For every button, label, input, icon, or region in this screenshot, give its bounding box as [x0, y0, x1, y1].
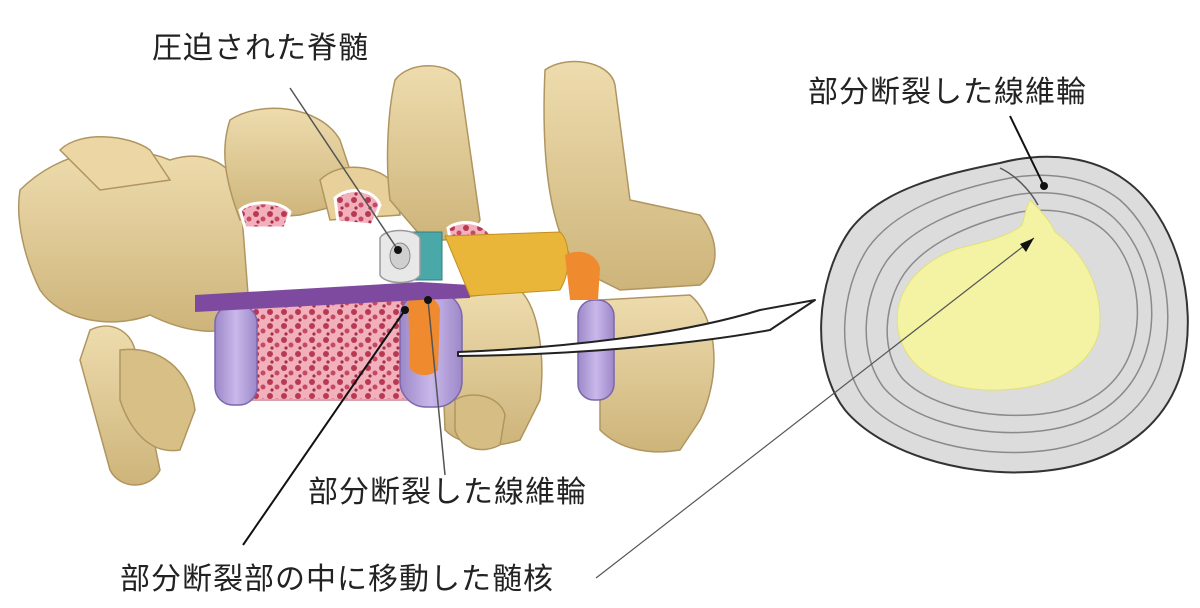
- leader-nucleus-spine-dot: [401, 306, 409, 314]
- leader-lines: [242, 87, 1045, 579]
- intervertebral-discs: [214, 291, 615, 408]
- vertebra-3-process: [386, 65, 481, 241]
- disc-left: [214, 304, 258, 406]
- zoom-arrow: [457, 299, 816, 357]
- leader-nucleus-cross: [595, 237, 1035, 579]
- spine-vertebrae: [17, 60, 716, 486]
- leader-compressed-cord: [289, 87, 399, 251]
- leader-annulus-center-dot: [424, 296, 432, 304]
- disc-cross-section: [820, 155, 1189, 474]
- disc-nucleus-migrated: [408, 295, 440, 376]
- spinal-canal: [195, 229, 600, 312]
- nucleus-orange-right: [565, 251, 600, 300]
- annulus-ring-1: [844, 174, 1169, 454]
- vertebra-1-spinous: [79, 325, 161, 486]
- label-migrated-nucleus-pulposus: 部分断裂部の中に移動した髄核: [120, 562, 554, 597]
- vertebral-body-cut: [247, 299, 409, 401]
- vertebra-4-process: [543, 60, 716, 291]
- leader-annulus-center: [427, 299, 446, 476]
- annulus-ring-3: [886, 209, 1139, 417]
- annulus-ring-2: [865, 192, 1153, 434]
- vertebra-3-inferior-process: [454, 394, 506, 451]
- label-partially-torn-annulus-right: 部分断裂した線維輪: [808, 75, 1087, 110]
- vertebra-4-lower: [599, 294, 715, 453]
- vertebra-1-lower: [119, 348, 196, 452]
- leader-nucleus-cross-arrowhead: [1020, 238, 1034, 252]
- leader-compressed-cord-dot: [394, 246, 402, 254]
- leader-annulus-right: [1009, 115, 1045, 187]
- ligament-band: [195, 282, 470, 312]
- nucleus-pulposus: [896, 199, 1101, 391]
- pedicle-cut-left: [238, 201, 292, 230]
- annulus-tear: [999, 167, 1039, 206]
- pedicle-cut-center: [333, 189, 382, 227]
- label-compressed-spinal-cord: 圧迫された脊髄: [152, 31, 369, 66]
- label-partially-torn-annulus-center: 部分断裂した線維輪: [308, 475, 587, 510]
- vertebra-1-top: [58, 136, 172, 191]
- leader-nucleus-spine: [242, 309, 406, 546]
